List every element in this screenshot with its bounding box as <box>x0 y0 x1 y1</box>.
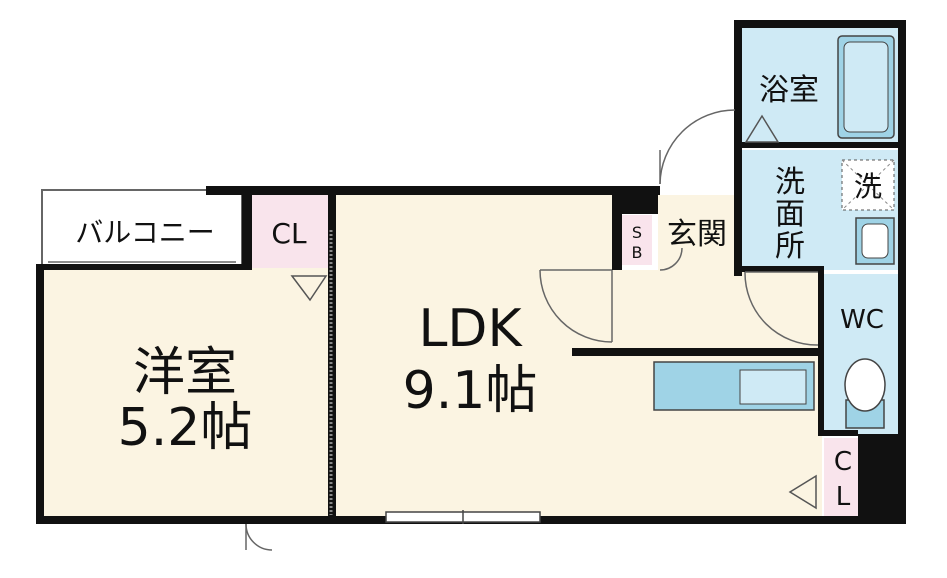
balcony-area <box>41 189 243 269</box>
washer-diagonal-2 <box>841 159 895 211</box>
western-room-name: 洋室 <box>133 343 237 403</box>
kitchen-sink <box>739 369 807 405</box>
windows <box>385 510 541 524</box>
wash-basin-bowl <box>861 223 889 259</box>
shoebox-label-2: B <box>632 243 643 262</box>
bathtub-inner <box>843 41 889 133</box>
triangle-markers <box>290 114 817 510</box>
washroom-label-1: 洗 <box>775 165 805 200</box>
western-room-floor <box>40 268 332 520</box>
toilet-label: WC <box>840 305 884 335</box>
entrance-label: 玄関 <box>667 217 727 252</box>
shoebox-label-1: S <box>632 223 642 242</box>
closet-ldk-label-1: C <box>834 447 852 477</box>
ldk-size: 9.1帖 <box>403 361 538 421</box>
shoebox <box>622 215 652 265</box>
ldk-name: LDK <box>418 299 523 359</box>
closet-ldk <box>824 438 862 518</box>
western-room-size: 5.2帖 <box>118 398 253 458</box>
washroom-label-2: 面 <box>775 197 805 232</box>
bath-label: 浴室 <box>759 73 819 108</box>
closet-ldk-label-2: L <box>836 482 851 512</box>
closet-western-label: CL <box>271 217 307 250</box>
toilet-bowl <box>844 358 886 412</box>
entrance-floor <box>658 195 740 270</box>
ldk-floor <box>336 195 616 520</box>
washer-label: 洗 <box>854 170 882 203</box>
closet-western <box>250 195 328 268</box>
door-swings <box>245 109 819 551</box>
balcony-label: バルコニー <box>75 216 214 249</box>
washroom-label-3: 所 <box>775 229 805 264</box>
